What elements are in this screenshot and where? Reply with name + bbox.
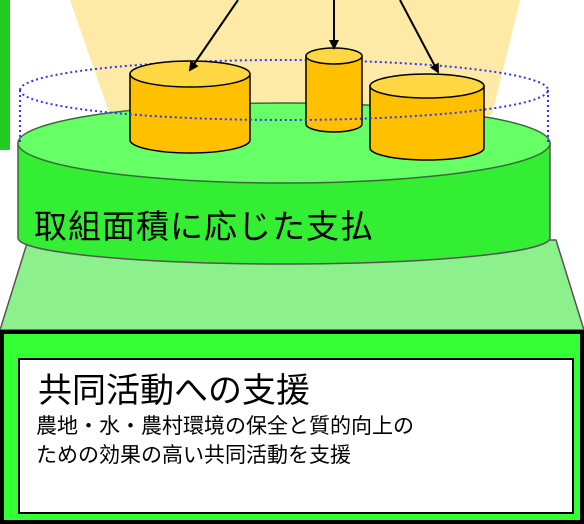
cylinder-middle [305, 47, 363, 133]
area-payment-label: 取組面積に応じた支払 [34, 207, 374, 246]
support-text-box: 共同活動への支援 農地・水・農村環境の保全と質的向上の ための効果の高い共同活動… [18, 358, 574, 514]
arrow-left [188, 0, 239, 72]
support-panel: 共同活動への支援 農地・水・農村環境の保全と質的向上の ための効果の高い共同活動… [0, 330, 584, 524]
support-description-line: 農地・水・農村環境の保全と質的向上の [36, 414, 414, 438]
cylinder-left [129, 60, 251, 154]
support-description-line: ための効果の高い共同活動を支援 [36, 443, 351, 467]
arrow-right [399, 0, 439, 74]
support-title: 共同活動への支援 [38, 371, 310, 411]
left-accent-bar [0, 0, 10, 150]
dotted-ring-front [19, 89, 549, 121]
cylinder-right [369, 73, 485, 161]
dotted-ring-back [19, 59, 549, 91]
